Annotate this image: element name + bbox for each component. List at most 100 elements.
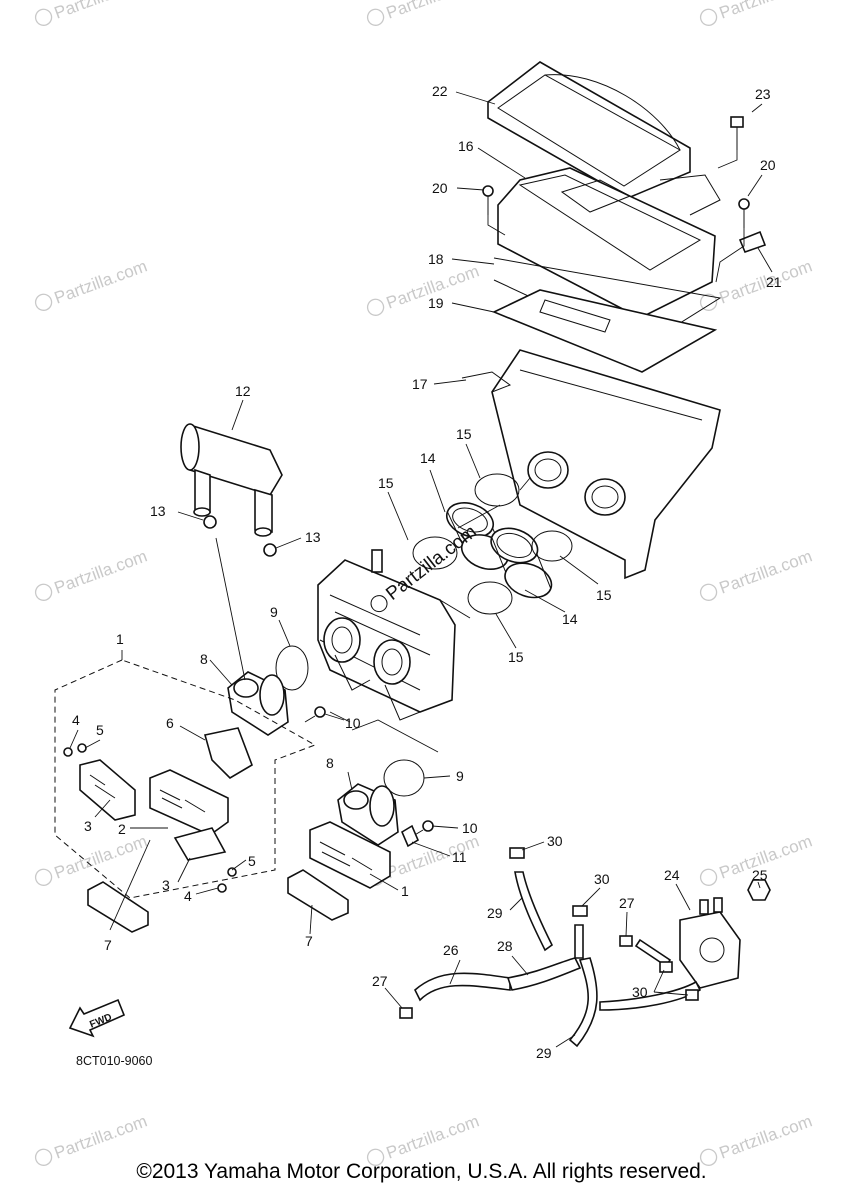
part-5-washer-upper bbox=[77, 743, 87, 753]
callout-30-b: 30 bbox=[594, 871, 610, 887]
callout-30-c: 30 bbox=[632, 984, 648, 1000]
part-30-clip-b bbox=[572, 905, 588, 917]
callout-3-lower: 3 bbox=[162, 877, 170, 893]
part-4-screw-lower bbox=[217, 883, 227, 893]
callout-10-upper: 10 bbox=[345, 715, 361, 731]
part-11-hose-clip bbox=[400, 824, 420, 848]
part-4-screw-upper bbox=[63, 747, 73, 757]
part-20-screw-left bbox=[482, 185, 494, 215]
callout-27-a: 27 bbox=[619, 895, 635, 911]
part-8-manifold-upper bbox=[227, 671, 289, 736]
callout-26: 26 bbox=[443, 942, 459, 958]
part-3-reed-plates bbox=[79, 759, 136, 821]
callout-29-upper: 29 bbox=[487, 905, 503, 921]
watermark-text: Partzilla.com bbox=[52, 0, 150, 23]
callout-5-upper: 5 bbox=[96, 722, 104, 738]
callout-4-upper: 4 bbox=[72, 712, 80, 728]
callout-9-lower: 9 bbox=[456, 768, 464, 784]
figure-code: 8CT010-9060 bbox=[76, 1054, 153, 1068]
watermark-text: Partzilla.com bbox=[717, 1111, 815, 1162]
callout-24: 24 bbox=[664, 867, 680, 883]
callout-20-left: 20 bbox=[432, 180, 448, 196]
callout-22: 22 bbox=[432, 83, 448, 99]
watermark-text: Partzilla.com bbox=[717, 546, 815, 597]
watermark-text: Partzilla.com bbox=[52, 256, 150, 307]
callout-6: 6 bbox=[166, 715, 174, 731]
part-9-clamp-upper bbox=[275, 645, 309, 691]
watermark-text: Partzilla.com bbox=[52, 546, 150, 597]
callout-11: 11 bbox=[452, 849, 467, 865]
part-22-lid-cover bbox=[487, 61, 691, 199]
callout-15-b: 15 bbox=[378, 475, 394, 491]
part-25-nut bbox=[747, 879, 771, 901]
callout-14-upper: 14 bbox=[420, 450, 436, 466]
callout-2: 2 bbox=[118, 821, 126, 837]
callout-25: 25 bbox=[752, 867, 768, 883]
intake-joints bbox=[412, 473, 573, 615]
carburetor-assembly bbox=[317, 549, 471, 721]
callout-leaders bbox=[69, 91, 773, 1048]
watermark-text: Partzilla.com bbox=[384, 1111, 482, 1162]
part-15-clamp-a bbox=[474, 473, 520, 507]
part-6-spacer bbox=[203, 727, 253, 780]
callout-1-right: 1 bbox=[401, 883, 409, 899]
fwd-arrow: FWD bbox=[68, 998, 126, 1038]
callout-15-d: 15 bbox=[508, 649, 524, 665]
callout-5-lower: 5 bbox=[248, 853, 256, 869]
part-17-lower-case bbox=[491, 349, 721, 580]
callout-numbers: 22 23 16 20 20 21 18 19 17 12 13 13 14 1… bbox=[72, 83, 782, 1061]
part-8-manifold-lower bbox=[337, 783, 399, 846]
part-27-clip-b bbox=[399, 1007, 413, 1019]
part-19-plate bbox=[492, 289, 718, 373]
callout-20-right: 20 bbox=[760, 157, 776, 173]
callout-15-c: 15 bbox=[596, 587, 612, 603]
callout-15-a: 15 bbox=[456, 426, 472, 442]
callout-14-lower: 14 bbox=[562, 611, 578, 627]
part-15-clamp-c bbox=[531, 530, 573, 562]
callout-7-left: 7 bbox=[104, 937, 112, 953]
part-27-clip-a bbox=[619, 935, 633, 947]
part-12-intake-silencer bbox=[180, 423, 283, 537]
part-5-washer-lower bbox=[227, 867, 237, 877]
part-30-clip-c bbox=[659, 961, 673, 973]
part-21-bracket bbox=[738, 230, 767, 254]
callout-3-upper: 3 bbox=[84, 818, 92, 834]
reed-assembly-boundary bbox=[54, 659, 317, 899]
part-13-plug-b bbox=[263, 543, 277, 557]
callout-17: 17 bbox=[412, 376, 428, 392]
callout-1-left: 1 bbox=[116, 631, 124, 647]
callout-4-lower: 4 bbox=[184, 888, 192, 904]
callout-23: 23 bbox=[755, 86, 771, 102]
airbox-assembly bbox=[461, 61, 767, 580]
watermark-text: Partzilla.com bbox=[717, 0, 815, 23]
callout-29-lower: 29 bbox=[536, 1045, 552, 1061]
callout-16: 16 bbox=[458, 138, 474, 154]
part-28-fuel-hose bbox=[506, 957, 582, 991]
part-2-reed-valve-block bbox=[149, 769, 229, 861]
callout-8-lower: 8 bbox=[326, 755, 334, 771]
copyright-notice: ©2013 Yamaha Motor Corporation, U.S.A. A… bbox=[136, 1160, 707, 1183]
callout-19: 19 bbox=[428, 295, 444, 311]
part-20-screw-right bbox=[738, 198, 750, 228]
callout-12: 12 bbox=[235, 383, 251, 399]
center-watermark-text: Partzilla.com bbox=[382, 521, 481, 605]
callout-28: 28 bbox=[497, 938, 513, 954]
part-26-fuel-hose bbox=[414, 972, 511, 1002]
part-13-plug-a bbox=[203, 515, 217, 529]
part-7-gasket-right bbox=[287, 869, 349, 921]
watermark-text: Partzilla.com bbox=[384, 831, 482, 882]
part-7-gasket-left bbox=[87, 881, 149, 933]
part-23-bolt bbox=[730, 116, 744, 150]
watermark-text: Partzilla.com bbox=[52, 1111, 150, 1162]
callout-9-upper: 9 bbox=[270, 604, 278, 620]
part-29-hose-upper bbox=[514, 871, 554, 952]
callout-18: 18 bbox=[428, 251, 444, 267]
watermark-text: Partzilla.com bbox=[384, 0, 482, 23]
watermark-text: Partzilla.com bbox=[52, 831, 150, 882]
callout-13-left: 13 bbox=[150, 503, 166, 519]
part-29-hose-lower bbox=[568, 957, 598, 1048]
callout-10-lower: 10 bbox=[462, 820, 478, 836]
callout-27-b: 27 bbox=[372, 973, 388, 989]
part-10-bolt-upper bbox=[304, 706, 326, 723]
callout-21: 21 bbox=[766, 274, 782, 290]
